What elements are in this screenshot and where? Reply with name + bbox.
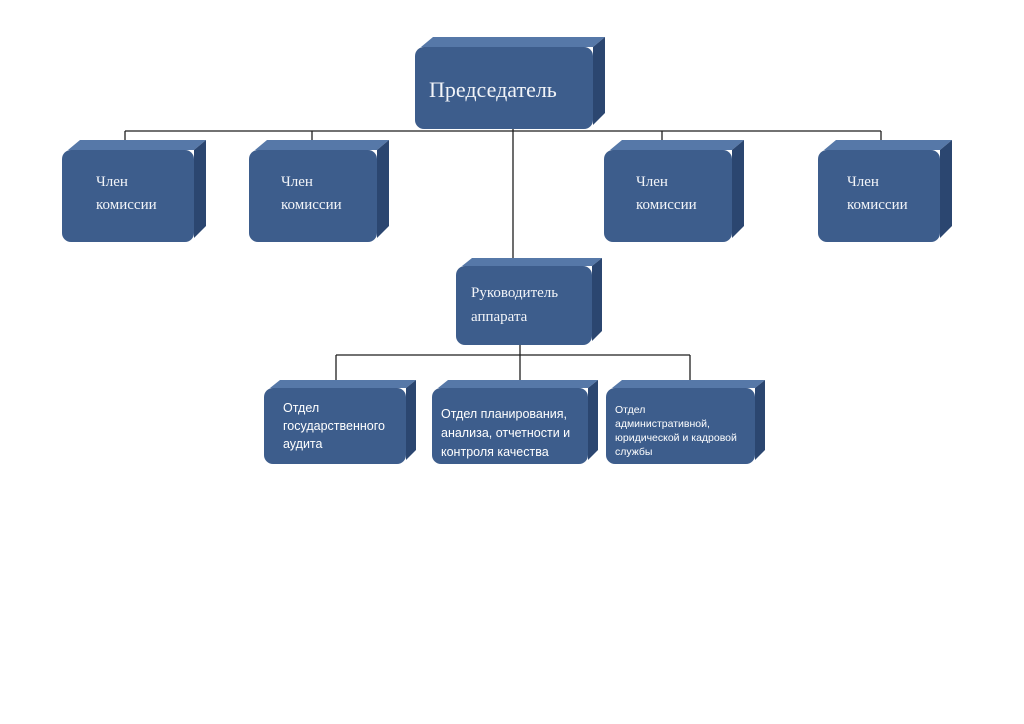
node-member-3: Член комиссии [604, 140, 744, 242]
node-label: Отдел государственного аудита [283, 401, 385, 451]
node-label-line: административной, [615, 418, 710, 430]
box-top-face [255, 140, 389, 150]
node-label-line: службы [615, 446, 652, 458]
box-front-face [818, 150, 940, 242]
box-top-face [438, 380, 598, 388]
box-side-face [592, 258, 602, 341]
box-top-face [824, 140, 952, 150]
node-label: Член комиссии [96, 174, 157, 213]
node-label: Член комиссии [281, 174, 342, 213]
node-label: Отдел административной, юридической и кадр… [615, 404, 737, 458]
node-dept-audit: Отдел государственного аудита [264, 380, 416, 464]
node-label-line: анализа, отчетности и [441, 426, 570, 440]
connector-lines [124, 116, 882, 388]
node-label-line: аудита [283, 437, 323, 451]
node-label: Отдел планирования, анализа, отчетности и… [441, 407, 570, 459]
node-label: Член комиссии [636, 174, 697, 213]
node-label-line: Руководитель [471, 285, 558, 301]
node-label: Член комиссии [847, 174, 908, 213]
box-front-face [432, 388, 588, 464]
box-front-face [456, 266, 592, 345]
node-head-of-staff: Руководитель аппарата [456, 258, 602, 345]
node-member-2: Член комиссии [249, 140, 389, 242]
node-label-line: комиссии [636, 197, 697, 213]
node-label-line: государственного [283, 419, 385, 433]
box-side-face [406, 380, 416, 460]
box-front-face [264, 388, 406, 464]
box-top-face [612, 380, 765, 388]
box-front-face [249, 150, 377, 242]
box-front-face [415, 47, 593, 129]
node-label-line: комиссии [96, 197, 157, 213]
node-member-4: Член комиссии [818, 140, 952, 242]
node-label-line: Отдел планирования, [441, 407, 567, 421]
box-top-face [610, 140, 744, 150]
node-label-line: Член [281, 174, 313, 190]
node-label-line: Отдел [615, 404, 645, 416]
box-front-face [62, 150, 194, 242]
box-side-face [593, 37, 605, 125]
node-label-line: комиссии [847, 197, 908, 213]
box-side-face [732, 140, 744, 238]
box-top-face [462, 258, 602, 266]
box-front-face [604, 150, 732, 242]
node-label-line: Председатель [429, 77, 557, 102]
node-label-line: Член [636, 174, 668, 190]
node-member-1: Член комиссии [62, 140, 206, 242]
node-dept-planning: Отдел планирования, анализа, отчетности и… [432, 380, 598, 464]
node-label-line: юридической и кадровой [615, 432, 737, 444]
node-label: Председатель [429, 77, 557, 102]
node-label-line: комиссии [281, 197, 342, 213]
box-front-face [606, 388, 755, 464]
box-side-face [755, 380, 765, 460]
node-label-line: Член [847, 174, 879, 190]
box-side-face [194, 140, 206, 238]
node-label: Руководитель аппарата [471, 285, 558, 325]
box-side-face [940, 140, 952, 238]
box-top-face [270, 380, 416, 388]
box-side-face [588, 380, 598, 460]
node-label-line: Отдел [283, 401, 319, 415]
box-top-face [68, 140, 206, 150]
node-label-line: Член [96, 174, 128, 190]
box-side-face [377, 140, 389, 238]
node-dept-admin: Отдел административной, юридической и кадр… [606, 380, 765, 464]
node-label-line: контроля качества [441, 445, 549, 459]
node-label-line: аппарата [471, 309, 528, 325]
box-top-face [421, 37, 605, 47]
node-chairman: Председатель [415, 37, 605, 129]
